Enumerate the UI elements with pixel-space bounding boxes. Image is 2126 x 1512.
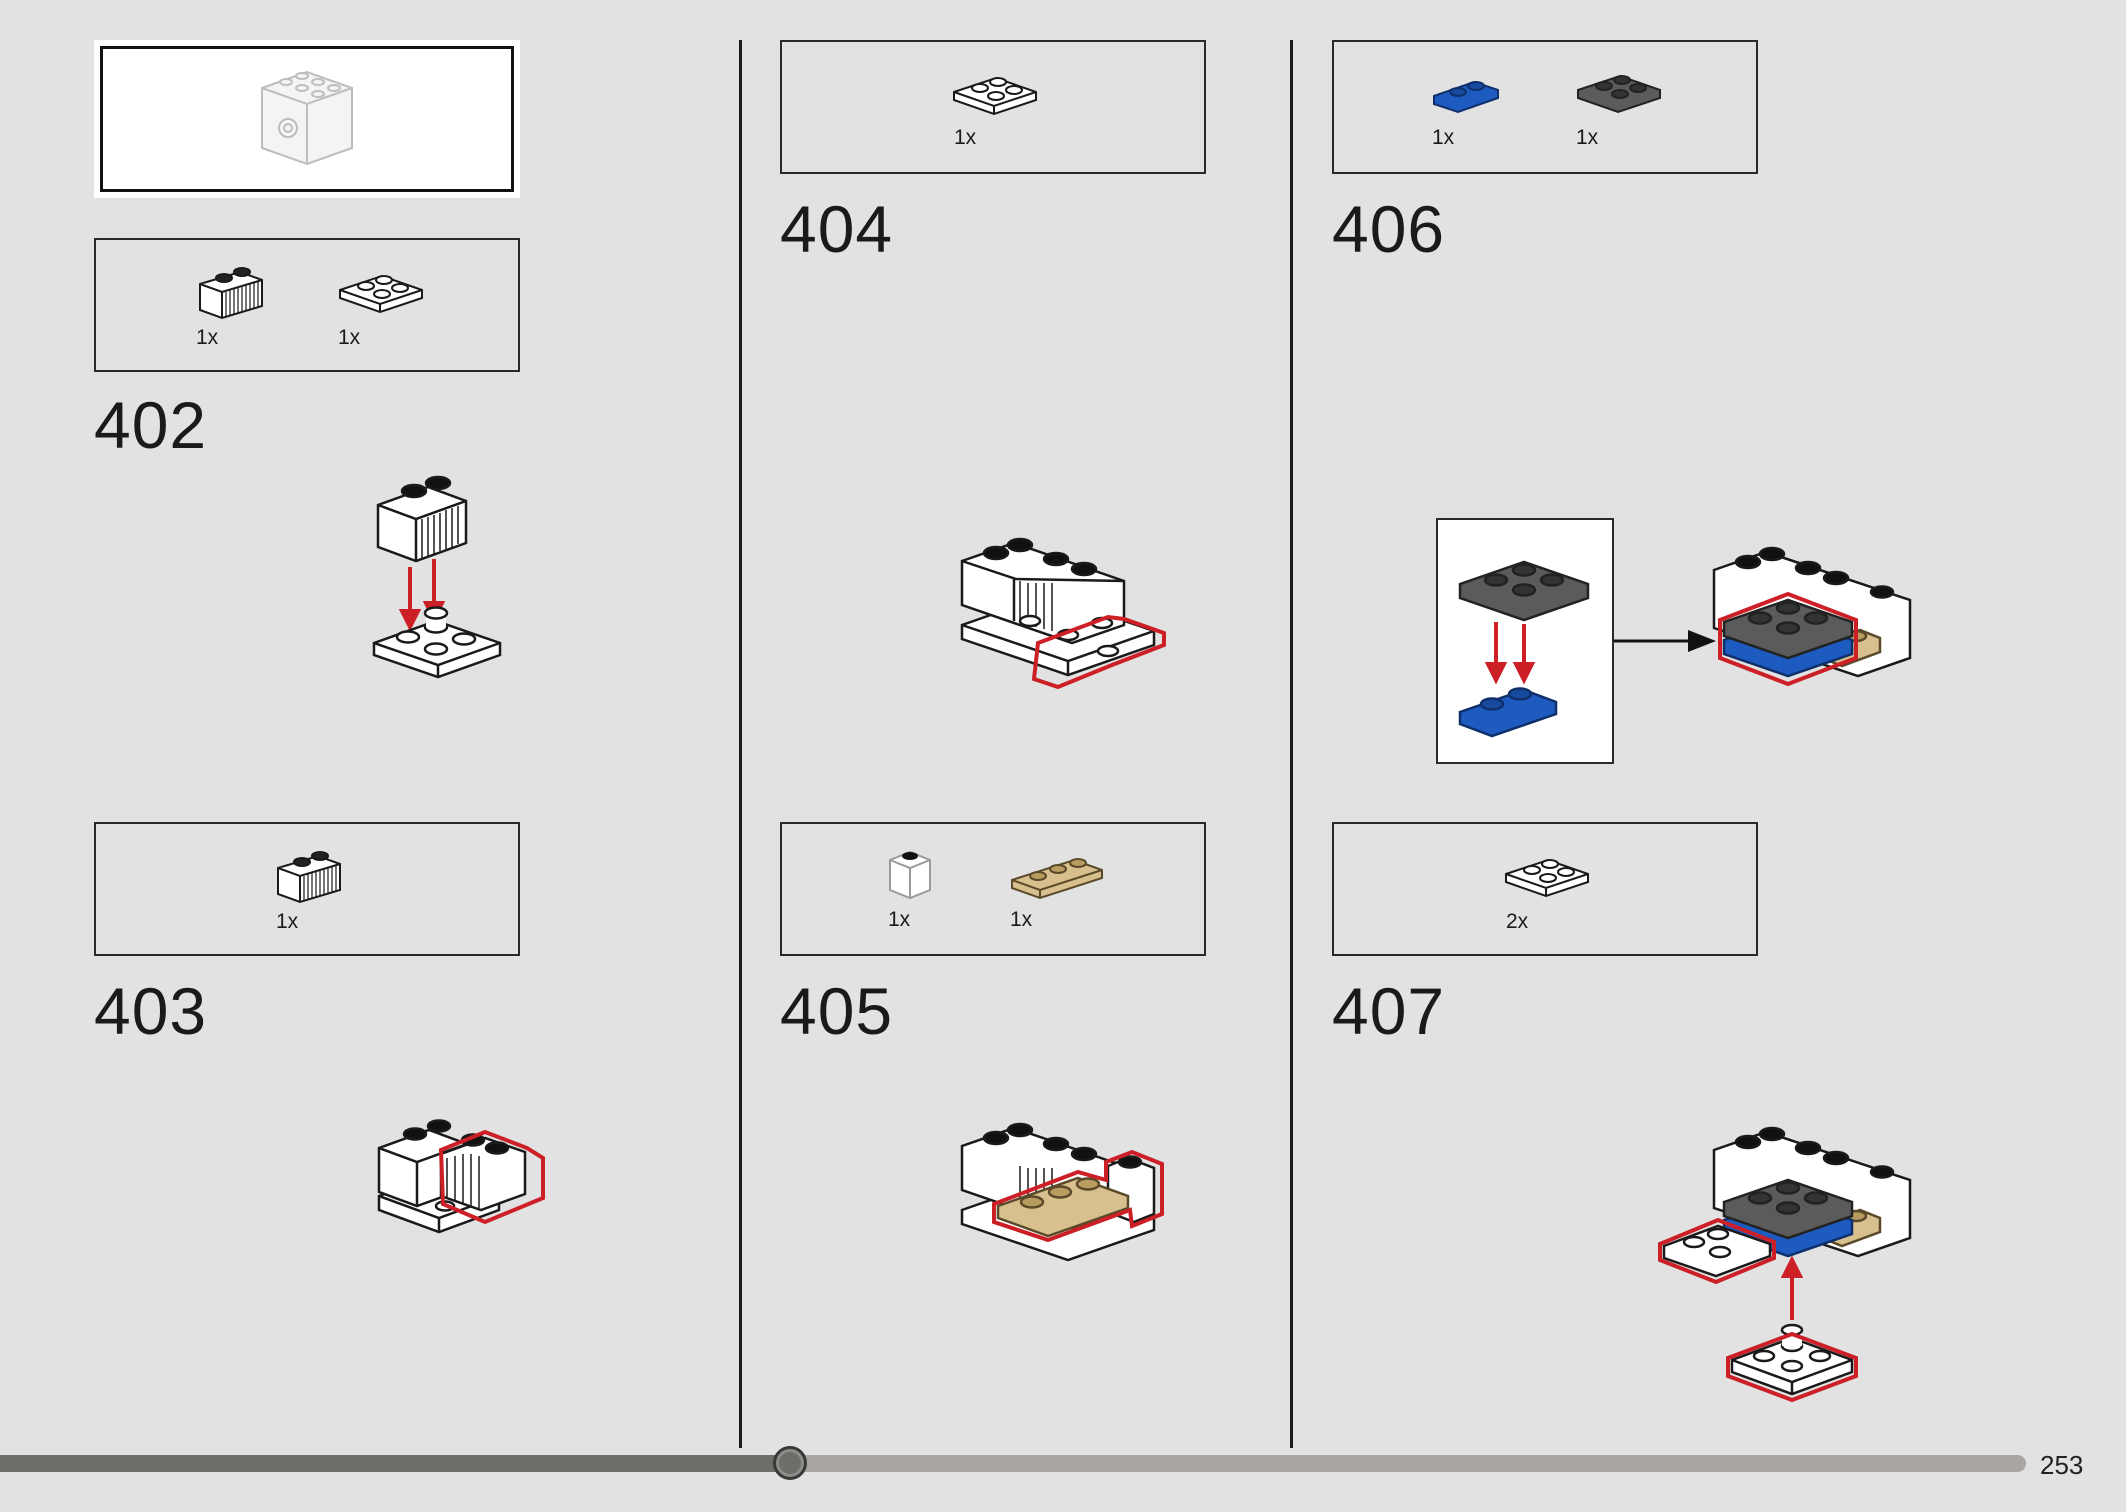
plate-2x2-icon xyxy=(339,274,423,314)
step-number-402: 402 xyxy=(94,388,208,462)
arrow-icon xyxy=(1614,630,1716,652)
step-number-407: 407 xyxy=(1332,974,1446,1048)
step-number-403: 403 xyxy=(94,974,208,1048)
quantity-label: 1x xyxy=(196,326,219,349)
step-405-illustration xyxy=(960,1122,1164,1262)
brick-1x1-icon xyxy=(889,850,931,900)
plate-2x2-icon xyxy=(953,76,1037,116)
parts-box-step-406: 1x 1x xyxy=(1332,40,1758,174)
step-402-illustration xyxy=(372,475,502,679)
step-number-404: 404 xyxy=(780,192,894,266)
quantity-label: 1x xyxy=(1010,908,1033,931)
column-divider-1 xyxy=(739,40,742,1448)
page-number: 253 xyxy=(2040,1450,2084,1480)
grille-brick-icon xyxy=(277,851,341,904)
quantity-label: 1x xyxy=(338,326,361,349)
parts-box-step-403: 1x xyxy=(94,822,520,956)
grille-brick-icon xyxy=(199,267,263,320)
plate-1x2-blue-icon xyxy=(1433,80,1499,114)
progress-fill xyxy=(0,1455,790,1472)
quantity-label: 1x xyxy=(1432,126,1455,149)
step-404-illustration xyxy=(960,537,1166,690)
subassembly-preview-icon xyxy=(261,70,353,166)
step-number-406: 406 xyxy=(1332,192,1446,266)
quantity-label: 1x xyxy=(1576,126,1599,149)
plate-1x3-tan-icon xyxy=(1011,858,1103,900)
step-407-illustration xyxy=(1658,1126,1912,1403)
parts-box-step-404: 1x xyxy=(780,40,1206,174)
quantity-label: 2x xyxy=(1506,910,1529,933)
quantity-label: 1x xyxy=(954,126,977,149)
parts-box-step-407: 2x xyxy=(1332,822,1758,956)
progress-handle[interactable] xyxy=(773,1446,807,1480)
parts-box-step-402: 1x 1x xyxy=(94,238,520,372)
sub-step-illustration xyxy=(1458,560,1590,738)
column-divider-2 xyxy=(1290,40,1293,1448)
sub-step-callout xyxy=(1436,518,1614,764)
step-406-illustration xyxy=(1712,546,1912,687)
plate-2x2-dark-gray-icon xyxy=(1577,74,1661,114)
quantity-label: 1x xyxy=(276,910,299,933)
parts-box-step-405: 1x 1x xyxy=(780,822,1206,956)
subassembly-reference-box xyxy=(94,40,520,198)
quantity-label: 1x xyxy=(888,908,911,931)
plate-2x2-icon xyxy=(1505,858,1589,898)
step-number-405: 405 xyxy=(780,974,894,1048)
step-403-illustration xyxy=(377,1119,545,1234)
